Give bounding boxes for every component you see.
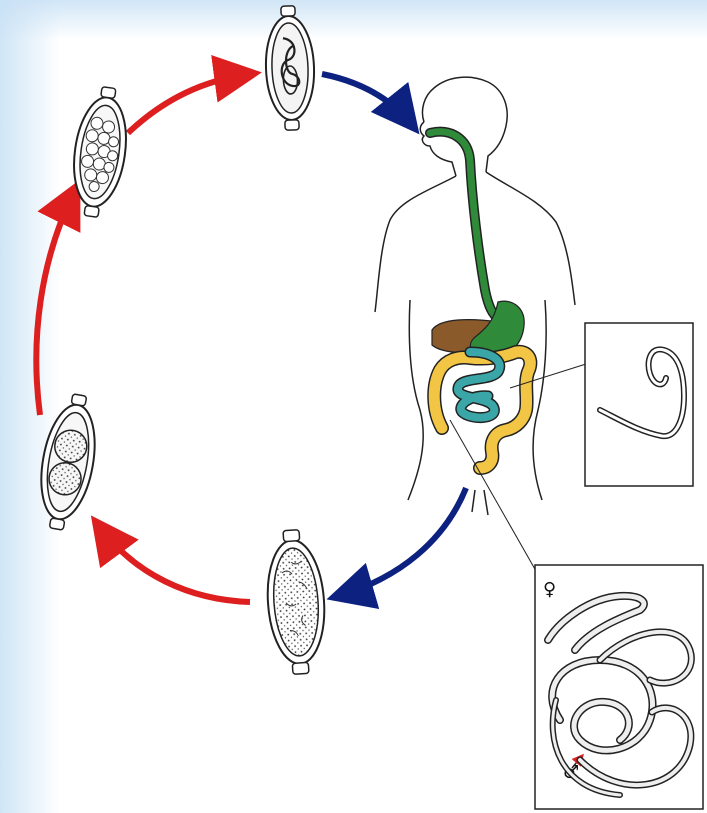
arrow-red-top	[128, 74, 250, 133]
esophagus	[430, 132, 500, 320]
human-figure	[375, 77, 575, 515]
arrow-red-left	[36, 190, 75, 415]
egg-unembryonated	[263, 528, 329, 676]
human-shoulder-left	[375, 176, 456, 312]
inset-adult-worm	[510, 323, 693, 486]
arrow-blue-top	[322, 74, 412, 125]
egg-larvated	[264, 5, 316, 131]
inset-top-frame	[585, 323, 693, 486]
large-intestine	[434, 352, 530, 468]
female-symbol: ♀	[543, 579, 556, 600]
egg-multicell	[66, 84, 134, 220]
arrow-red-bottom	[98, 525, 250, 602]
arrow-blue-bottom	[338, 488, 466, 596]
human-shoulder-right	[486, 172, 575, 305]
